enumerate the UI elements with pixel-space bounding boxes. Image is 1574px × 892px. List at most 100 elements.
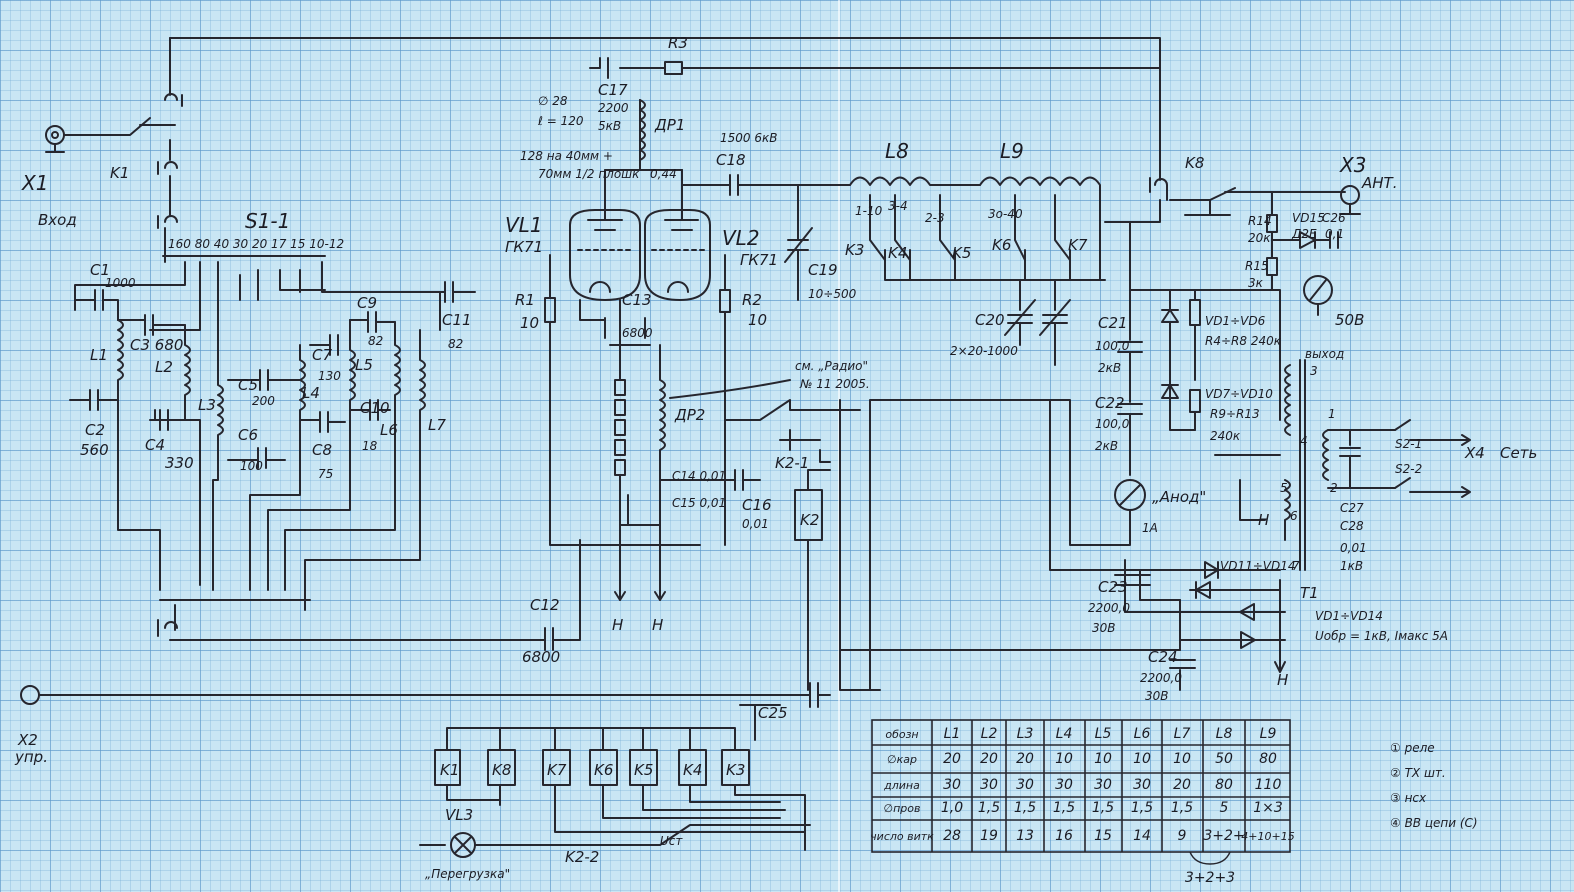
labels: X1 Вход K1 X2 упр. S1-1 160 80 40 30 20 … — [14, 34, 1537, 881]
svg-text:18: 18 — [362, 439, 378, 453]
svg-text:K5: K5 — [952, 244, 971, 262]
svg-text:L7: L7 — [428, 416, 446, 434]
svg-text:70мм 1/2 плошк: 70мм 1/2 плошк — [538, 167, 640, 181]
svg-text:① реле: ① реле — [1390, 741, 1435, 755]
coil-table-cell: 19 — [980, 828, 998, 844]
coil-table-header: L6 — [1134, 726, 1151, 742]
svg-text:② ТХ шт.: ② ТХ шт. — [1390, 766, 1446, 780]
svg-text:C16: C16 — [742, 496, 772, 514]
svg-text:Н: Н — [1258, 511, 1269, 529]
svg-text:Д2Е: Д2Е — [1291, 227, 1317, 241]
svg-text:∅пров: ∅пров — [884, 802, 921, 815]
svg-text:число витк: число витк — [870, 830, 934, 843]
svg-text:R4÷R8 240к: R4÷R8 240к — [1205, 334, 1282, 348]
svg-text:L1: L1 — [90, 346, 108, 364]
svg-text:Н: Н — [612, 616, 623, 634]
svg-text:C11: C11 — [442, 311, 472, 329]
svg-text:K6: K6 — [992, 236, 1011, 254]
coil-table-cell: 80 — [1215, 777, 1233, 793]
coil-table-header: L9 — [1260, 726, 1277, 742]
coil-table-cell: 1,0 — [941, 800, 963, 816]
input-section — [20, 37, 1161, 708]
svg-text:75: 75 — [318, 467, 333, 481]
svg-text:VD7÷VD10: VD7÷VD10 — [1205, 387, 1273, 401]
svg-text:VL1: VL1 — [505, 213, 543, 237]
svg-text:VD1÷VD14: VD1÷VD14 — [1315, 609, 1383, 623]
svg-text:4: 4 — [1300, 434, 1308, 448]
svg-text:K1: K1 — [440, 761, 459, 779]
svg-text:0,44: 0,44 — [650, 167, 677, 181]
output-and-psu-section — [419, 177, 1471, 858]
svg-text:упр.: упр. — [14, 748, 48, 766]
svg-text:7: 7 — [1292, 559, 1300, 573]
svg-text:K4: K4 — [683, 761, 702, 779]
coil-table-cell: 110 — [1255, 777, 1282, 793]
x3-connector-symbol — [1340, 185, 1360, 205]
svg-text:K7: K7 — [1068, 236, 1088, 254]
svg-text:C12: C12 — [530, 596, 560, 614]
svg-text:∅ 28: ∅ 28 — [538, 94, 568, 108]
svg-text:S2-2: S2-2 — [1395, 462, 1422, 476]
svg-text:130: 130 — [318, 369, 341, 383]
svg-text:200: 200 — [252, 394, 275, 408]
coil-table-cell: 30 — [1133, 777, 1151, 793]
svg-text:C2: C2 — [85, 421, 105, 439]
svg-text:X3: X3 — [1339, 153, 1366, 177]
svg-text:0,01: 0,01 — [1340, 541, 1367, 555]
svg-text:L5: L5 — [355, 356, 373, 374]
coil-table-cell: 4+10+15 — [1241, 830, 1294, 843]
svg-text:X4: X4 — [1464, 444, 1485, 462]
coil-table-cell: 1,5 — [1171, 800, 1193, 816]
svg-text:S1-1: S1-1 — [245, 209, 290, 233]
coil-table-header: L3 — [1017, 726, 1034, 742]
svg-text:30В: 30В — [1145, 689, 1169, 703]
svg-text:C10: C10 — [360, 399, 390, 417]
coil-table-header: L8 — [1216, 726, 1233, 742]
svg-text:ГК71: ГК71 — [505, 238, 543, 256]
svg-text:Uобр = 1кВ, Iмакс 5А: Uобр = 1кВ, Iмакс 5А — [1315, 629, 1448, 643]
x1-connector-symbol — [45, 125, 65, 145]
svg-text:Н: Н — [1277, 671, 1288, 689]
coil-table-cell: 15 — [1094, 828, 1112, 844]
coil-table-cell: 16 — [1055, 828, 1073, 844]
svg-text:0,01: 0,01 — [742, 517, 769, 531]
svg-text:C14 0,01: C14 0,01 — [672, 469, 726, 483]
coil-table-cell: 1,5 — [1053, 800, 1075, 816]
svg-text:C23: C23 — [1098, 578, 1128, 596]
svg-text:K4: K4 — [888, 244, 907, 262]
svg-text:R14: R14 — [1248, 214, 1272, 228]
coil-table-header: L5 — [1095, 726, 1112, 742]
svg-text:1000: 1000 — [105, 276, 136, 290]
svg-text:3-4: 3-4 — [888, 199, 908, 213]
svg-text:VD1÷VD6: VD1÷VD6 — [1205, 314, 1266, 328]
coil-table-cell: 1,5 — [1131, 800, 1153, 816]
svg-text:L6: L6 — [380, 421, 398, 439]
svg-text:160 80 40 30 20 17 15 10-: 160 80 40 30 20 17 15 10-12 — [168, 237, 344, 251]
coil-table-cell: 1,5 — [978, 800, 1000, 816]
svg-text:C17: C17 — [598, 81, 628, 99]
svg-text:3+2+3: 3+2+3 — [1185, 870, 1235, 886]
coil-table-cell: 28 — [943, 828, 961, 844]
svg-text:10: 10 — [748, 311, 767, 329]
svg-text:K3: K3 — [726, 761, 745, 779]
svg-text:128 на 40мм +: 128 на 40мм + — [520, 149, 613, 163]
svg-text:C18: C18 — [716, 151, 746, 169]
svg-text:ГК71: ГК71 — [740, 251, 778, 269]
coil-table-cell: 30 — [943, 777, 961, 793]
svg-text:82: 82 — [448, 337, 463, 351]
svg-text:K3: K3 — [845, 241, 864, 259]
svg-text:C19: C19 — [808, 261, 838, 279]
svg-text:240к: 240к — [1210, 429, 1241, 443]
svg-text:Сеть: Сеть — [1500, 444, 1537, 462]
svg-text:T1: T1 — [1300, 584, 1319, 602]
coil-table-cell: 10 — [1173, 751, 1191, 767]
svg-text:1-10: 1-10 — [855, 204, 883, 218]
svg-text:④ ВВ цепи (С): ④ ВВ цепи (С) — [1390, 816, 1478, 830]
svg-text:C7: C7 — [312, 346, 332, 364]
coil-table-header: L1 — [944, 726, 961, 742]
svg-text:„Перегрузка": „Перегрузка" — [425, 867, 510, 881]
svg-text:100: 100 — [240, 459, 263, 473]
svg-text:L8: L8 — [885, 139, 909, 163]
